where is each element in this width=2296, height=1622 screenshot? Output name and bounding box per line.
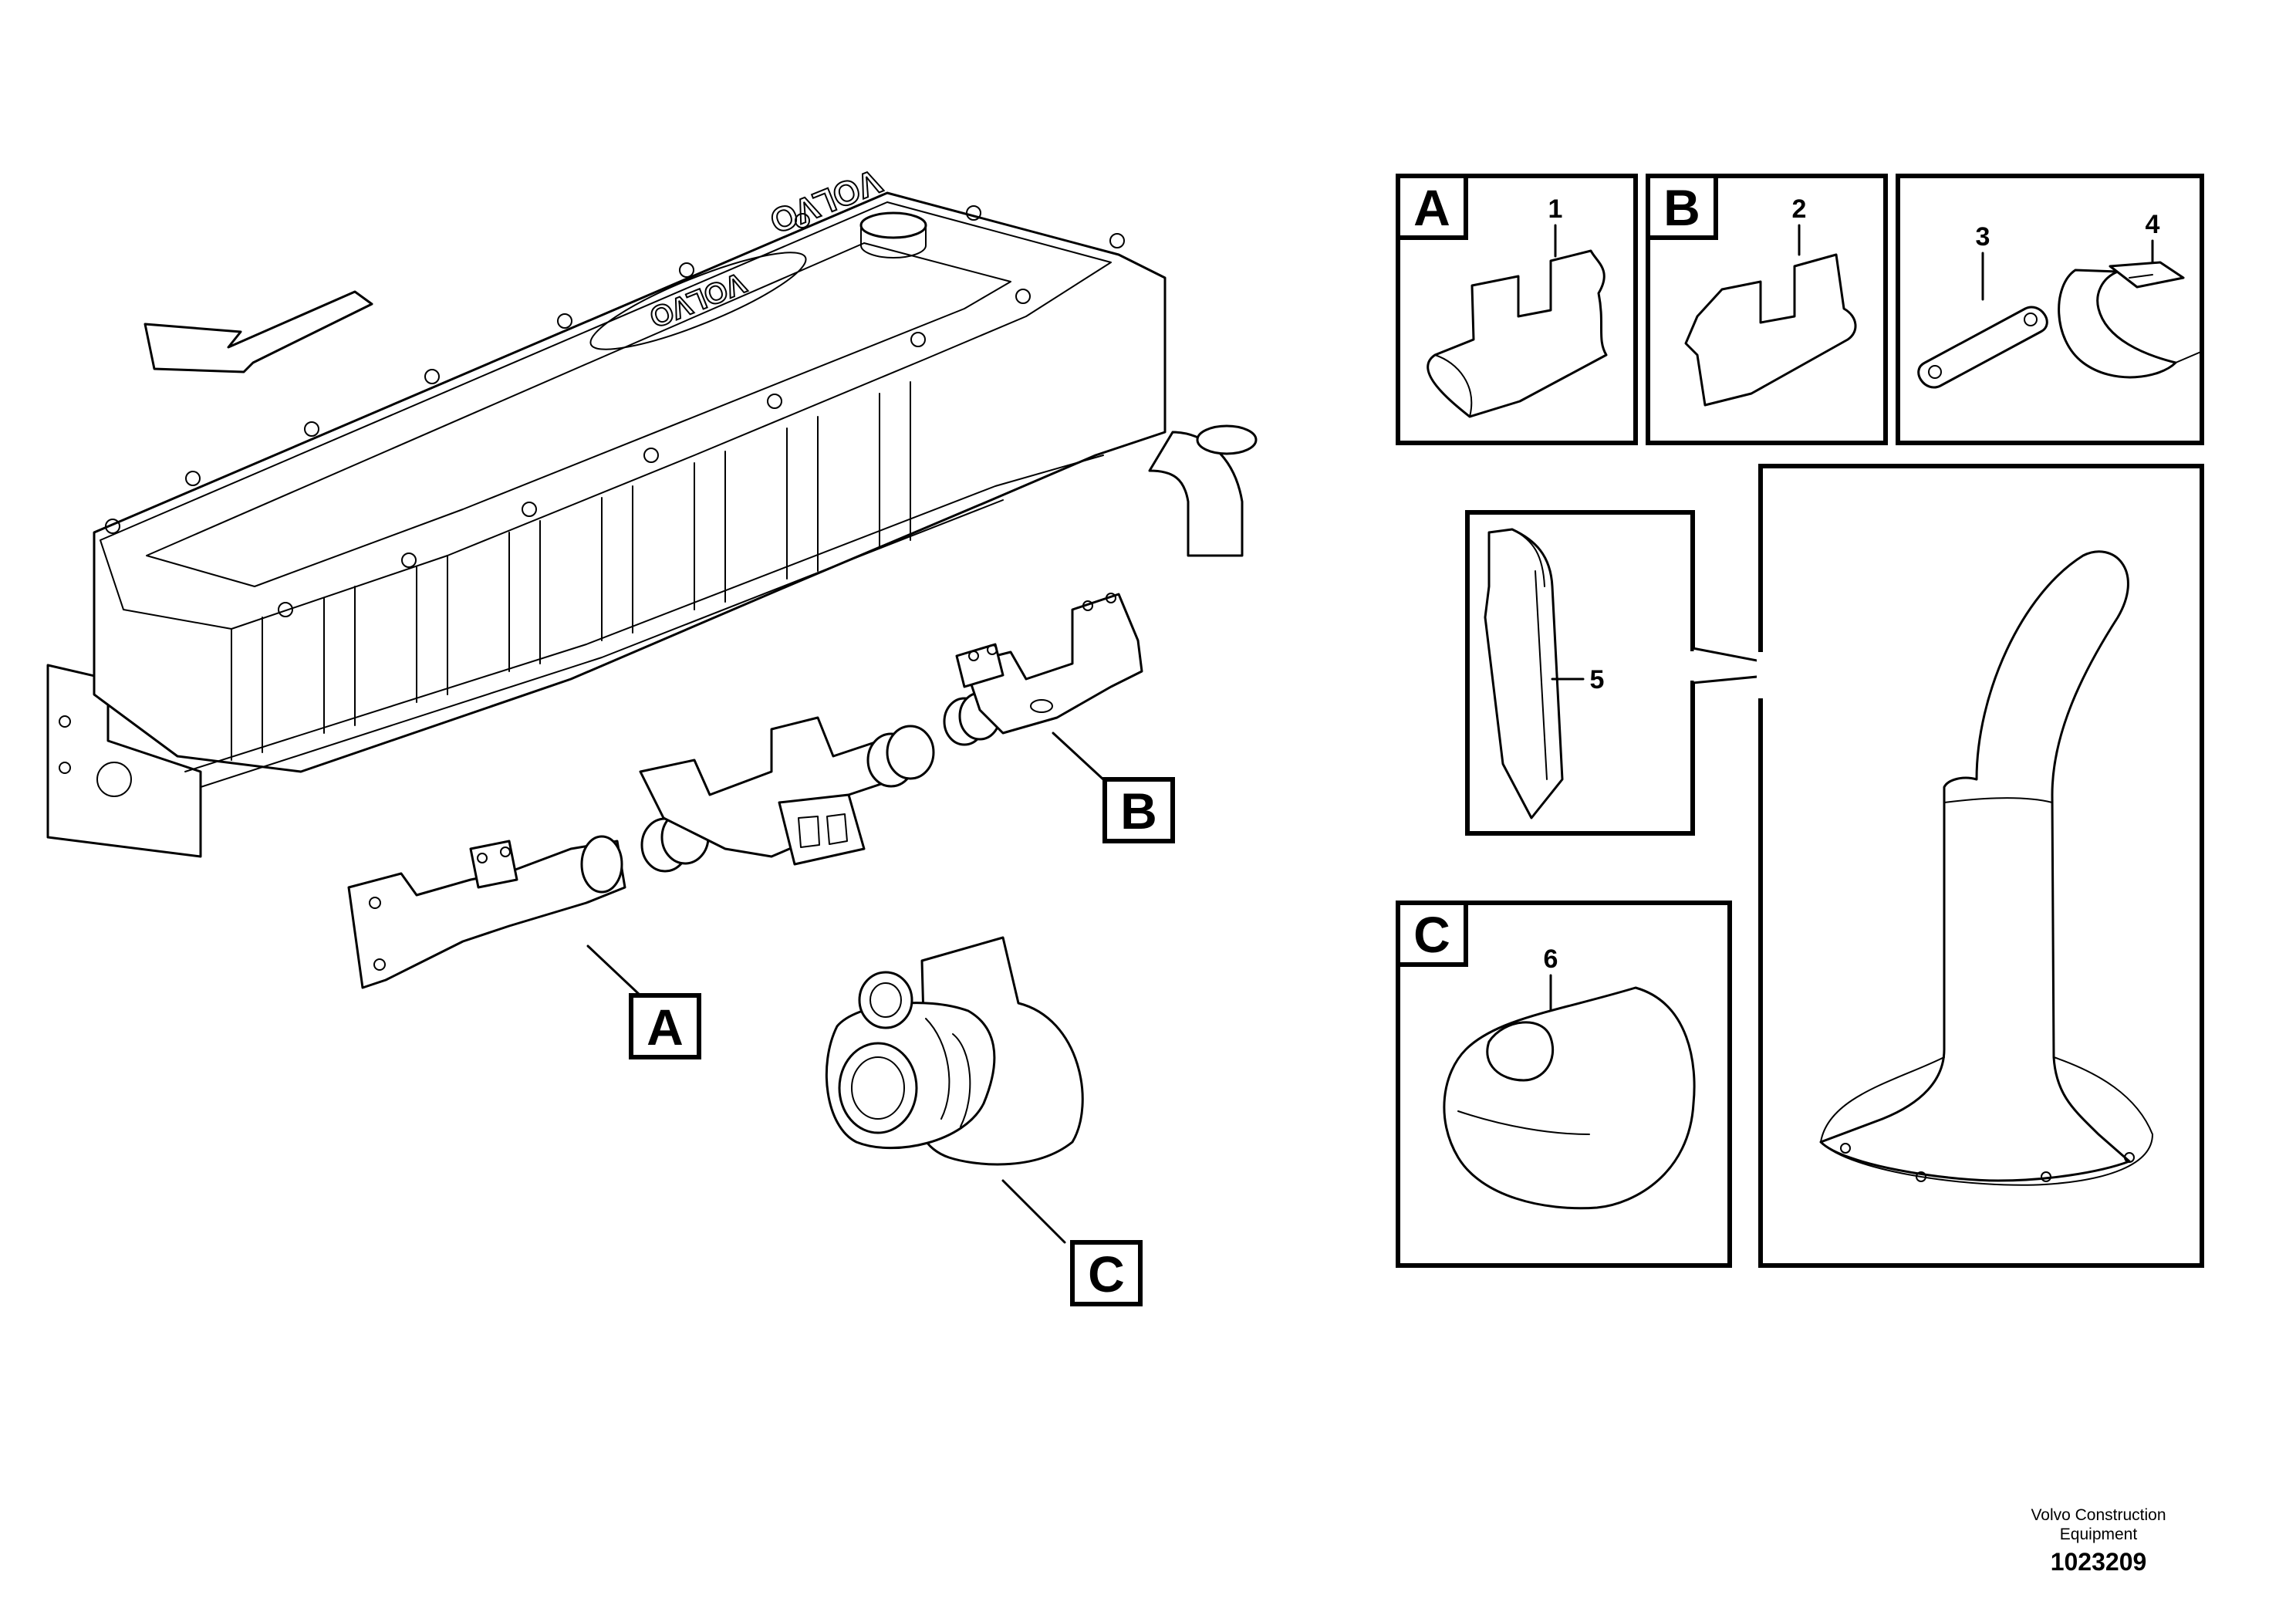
svg-text:A: A bbox=[647, 999, 684, 1056]
exhaust-manifold-front bbox=[347, 835, 626, 989]
detail-panel-heat-shield: 5 bbox=[1465, 510, 1815, 836]
part-number-1: 1 bbox=[1548, 194, 1563, 224]
exhaust-manifold-middle bbox=[639, 716, 896, 866]
part-number-6: 6 bbox=[1544, 944, 1558, 974]
detail-panel-a: A 1 bbox=[1396, 174, 1638, 445]
svg-text:B: B bbox=[1120, 782, 1157, 840]
detail-panel-c: C 6 bbox=[1396, 901, 1732, 1268]
part-number-4: 4 bbox=[2146, 210, 2160, 239]
engine-valve-cover: VOLVO VOLVO bbox=[46, 161, 1258, 858]
direction-arrow-icon bbox=[144, 290, 373, 373]
callout-c: C bbox=[1070, 1240, 1143, 1306]
detail-panel-exhaust-stack bbox=[1757, 464, 2204, 1268]
drawing-number: 1023209 bbox=[2050, 1548, 2147, 1576]
svg-text:A: A bbox=[1413, 179, 1450, 236]
part-number-3: 3 bbox=[1976, 222, 1990, 252]
svg-text:C: C bbox=[1088, 1245, 1125, 1303]
callout-b: B bbox=[1102, 777, 1175, 843]
part-number-5: 5 bbox=[1590, 665, 1605, 694]
callout-a: A bbox=[629, 993, 701, 1059]
footer-company-line2: Equipment bbox=[2059, 1526, 2138, 1543]
footer-company-line1: Volvo Construction bbox=[2031, 1506, 2166, 1524]
svg-text:C: C bbox=[1413, 906, 1450, 963]
detail-panel-hardware: 3 4 bbox=[1896, 174, 2204, 445]
callout-leaders bbox=[586, 732, 1105, 1244]
exhaust-manifold-rear bbox=[955, 593, 1143, 735]
turbocharger bbox=[825, 936, 1084, 1166]
detail-panel-b: B 2 bbox=[1646, 174, 1888, 445]
svg-text:B: B bbox=[1663, 179, 1700, 236]
part-number-2: 2 bbox=[1792, 194, 1807, 224]
